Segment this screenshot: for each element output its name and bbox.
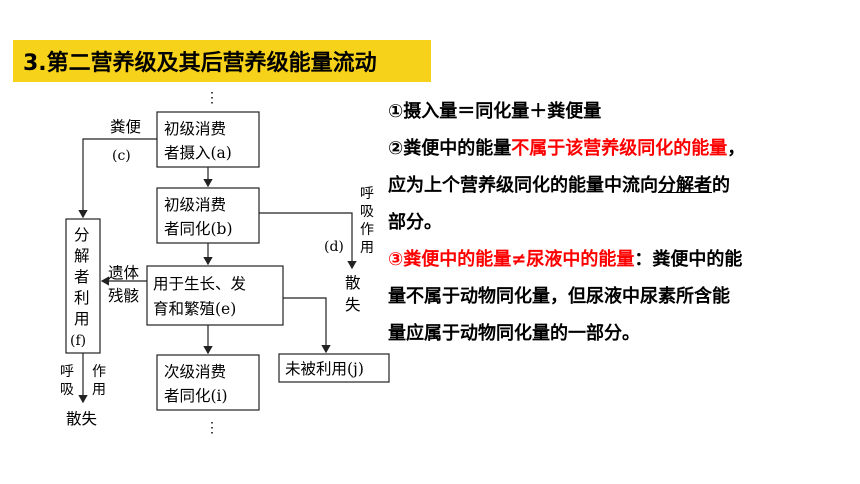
note-text: ②粪便中的能量 bbox=[388, 138, 512, 159]
box-secondary bbox=[156, 354, 260, 411]
box-intake-line2: 者摄入(a) bbox=[164, 144, 232, 162]
note-text: 部分。 bbox=[388, 212, 442, 233]
box-unused-label: 未被利用(j) bbox=[285, 360, 364, 378]
box-intake-line1: 初级消费 bbox=[164, 120, 226, 138]
box-growth-line2: 育和繁殖(e) bbox=[153, 299, 236, 318]
note-underline: 分解者 bbox=[658, 175, 712, 196]
section-title: 3.第二营养级及其后营养级能量流动 bbox=[13, 40, 431, 82]
note-highlight: 不属于该营养级同化的能量 bbox=[511, 138, 728, 159]
dots-bottom: ⋮ bbox=[205, 420, 219, 436]
label-dissipate-right-2: 失 bbox=[345, 296, 361, 314]
label-resp-right-2: 吸 bbox=[360, 204, 374, 220]
note-text: ， bbox=[727, 138, 746, 159]
label-dissipate-right-1: 散 bbox=[345, 274, 361, 292]
label-feces: 粪便 bbox=[110, 118, 142, 136]
label-dissipate-bottom: 散失 bbox=[66, 410, 98, 428]
note-text: 的 bbox=[712, 175, 730, 196]
note-line-7: 量应属于动物同化量的一部分。 bbox=[388, 315, 858, 352]
note-line-1: ①摄入量＝同化量＋粪便量 bbox=[388, 93, 858, 130]
note-line-4: 部分。 bbox=[388, 204, 858, 241]
box-secondary-line2: 者同化(i) bbox=[164, 387, 228, 405]
box-assimilation-line2: 者同化(b) bbox=[164, 220, 233, 238]
note-text: 应为上个营养级同化的能量中流向 bbox=[388, 175, 658, 196]
box-decomposer-c4: 利 bbox=[74, 289, 90, 307]
arrow-assim-to-respiration bbox=[259, 212, 357, 270]
label-resp-right-3: 作 bbox=[360, 222, 374, 238]
note-text: 量应属于动物同化量的一部分。 bbox=[388, 323, 640, 344]
label-remains-1: 遗体 bbox=[108, 264, 140, 282]
box-decomposer-c1: 分 bbox=[74, 226, 90, 244]
label-resp-bottom-right-1: 作 bbox=[92, 364, 106, 380]
label-resp-bottom-left-1: 呼 bbox=[60, 364, 74, 380]
box-growth-line1: 用于生长、发 bbox=[153, 275, 246, 293]
box-decomposer-c6: (f) bbox=[70, 333, 86, 349]
label-remains-2: 残骸 bbox=[108, 287, 140, 305]
box-secondary-line1: 次级消费 bbox=[164, 363, 226, 381]
box-decomposer-c3: 者 bbox=[74, 268, 90, 286]
dots-top: ⋮ bbox=[205, 90, 219, 106]
notes-panel: ①摄入量＝同化量＋粪便量 ②粪便中的能量不属于该营养级同化的能量， 应为上个营养… bbox=[388, 93, 858, 352]
label-d: (d) bbox=[324, 239, 344, 255]
note-highlight: ③粪便中的能量≠尿液中的能量 bbox=[388, 249, 635, 270]
arrow-feces-to-decomposer bbox=[78, 138, 157, 219]
label-resp-bottom-right-2: 用 bbox=[92, 382, 106, 398]
label-resp-right-4: 用 bbox=[360, 240, 374, 256]
arrow-growth-to-unused bbox=[283, 297, 331, 354]
note-line-3: 应为上个营养级同化的能量中流向分解者的 bbox=[388, 167, 858, 204]
box-unused bbox=[278, 353, 390, 383]
box-growth bbox=[146, 265, 284, 326]
label-resp-right-1: 呼 bbox=[360, 186, 374, 202]
label-resp-bottom-left-2: 吸 bbox=[60, 382, 74, 398]
box-decomposer bbox=[65, 218, 101, 354]
label-c: (c) bbox=[112, 148, 131, 164]
note-text: ：粪便中的能 bbox=[634, 249, 743, 270]
note-line-6: 量不属于动物同化量，但尿液中尿素所含能 bbox=[388, 278, 858, 315]
box-decomposer-c5: 用 bbox=[74, 310, 90, 328]
note-line-5: ③粪便中的能量≠尿液中的能量：粪便中的能 bbox=[388, 241, 858, 278]
note-text: ①摄入量＝同化量＋粪便量 bbox=[388, 101, 602, 122]
box-decomposer-c2: 解 bbox=[74, 247, 90, 265]
box-assimilation bbox=[156, 187, 260, 244]
note-line-2: ②粪便中的能量不属于该营养级同化的能量， bbox=[388, 130, 858, 167]
note-text: 量不属于动物同化量，但尿液中尿素所含能 bbox=[388, 286, 730, 307]
box-assimilation-line1: 初级消费 bbox=[164, 196, 226, 214]
